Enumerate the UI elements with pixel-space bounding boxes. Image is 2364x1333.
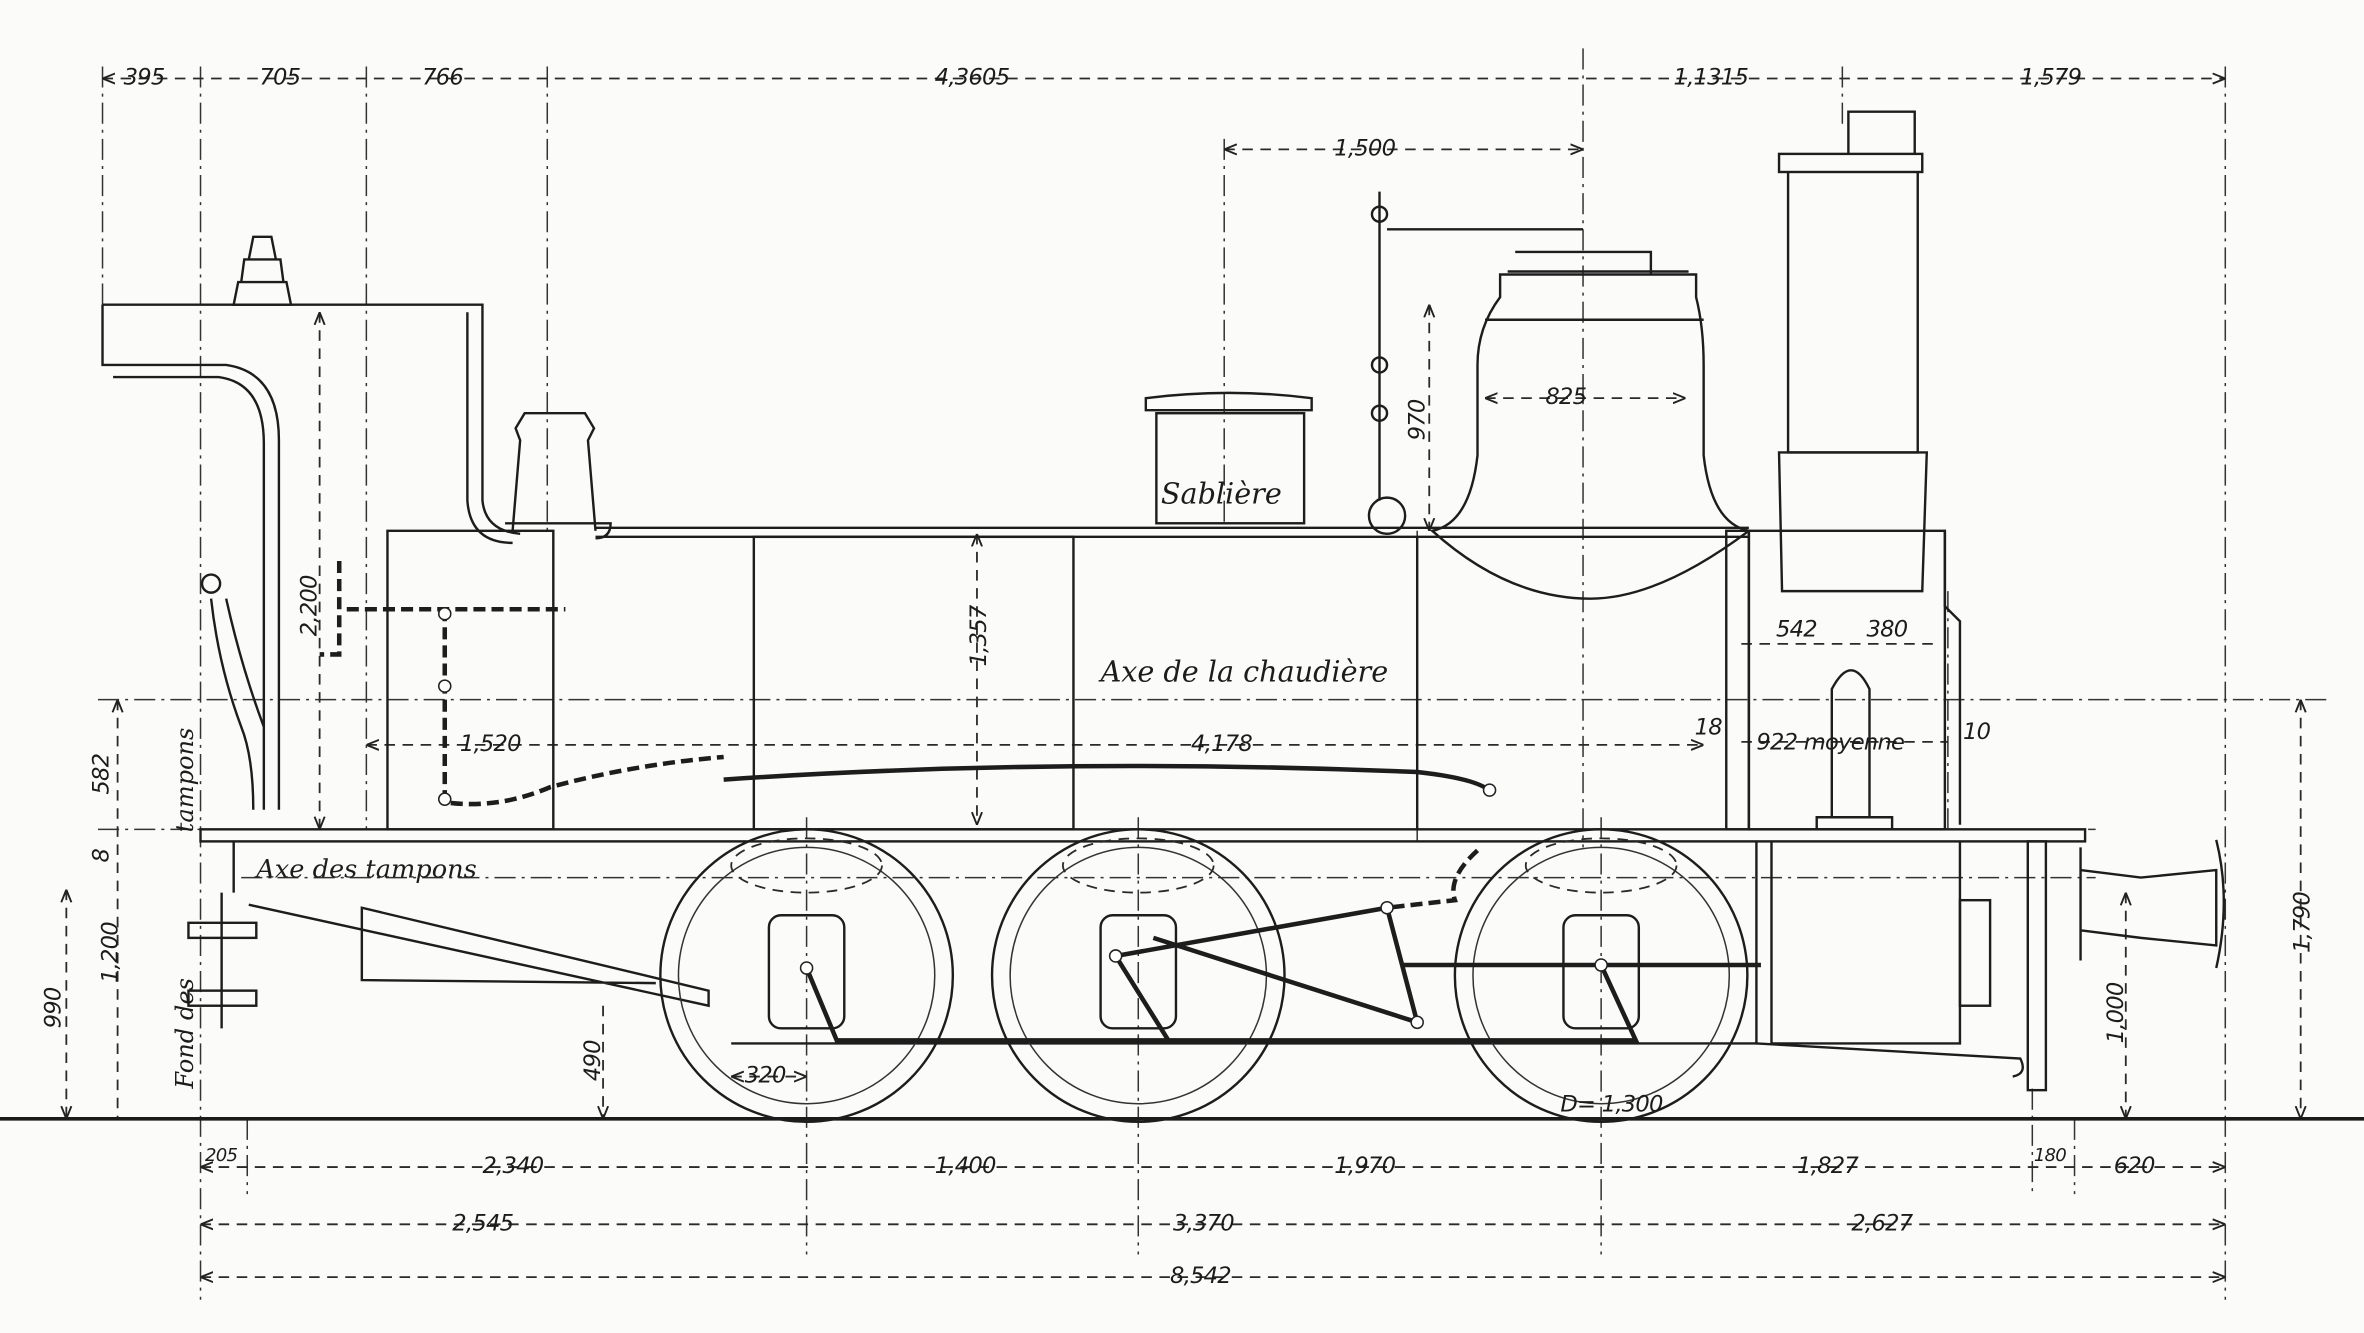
dim-1-1315: 1,1315: [1673, 65, 1748, 91]
dim-10: 10: [1963, 719, 1991, 745]
rear-buffers: [187, 892, 258, 1029]
dim-395: 395: [124, 65, 165, 91]
dim-2-340: 2,340: [482, 1153, 543, 1179]
dim-766: 766: [422, 65, 463, 91]
dim-2-545: 2,545: [452, 1210, 513, 1236]
steam-dome: [1429, 250, 1752, 600]
dim-1-500: 1,500: [1334, 135, 1395, 161]
dim-582: 582: [89, 754, 115, 795]
dim-2-627: 2,627: [1851, 1210, 1913, 1236]
annotations: Sablière Axe de la chaudière Axe des tam…: [171, 477, 1388, 1090]
label-axe-tampons: Axe des tampons: [254, 855, 476, 885]
dim-705: 705: [259, 65, 300, 91]
dim-922-moyenne: 922 moyenne: [1756, 729, 1904, 755]
dim-4-178: 4,178: [1191, 731, 1252, 757]
dim-620: 620: [2114, 1153, 2155, 1179]
dim-8: 8: [89, 848, 115, 862]
label-fond-des: Fond des: [171, 978, 199, 1090]
dim-1-790: 1,790: [2290, 892, 2316, 953]
label-axe-chaudiere: Axe de la chaudière: [1098, 655, 1389, 689]
body-dimensions: 825 970 2,200 1,357 542 380 1,520 4,178 …: [40, 384, 2315, 1117]
sandbox: [1144, 391, 1313, 525]
dim-970: 970: [1405, 399, 1431, 440]
dim-180: 180: [2034, 1145, 2066, 1166]
dim-1-827: 1,827: [1797, 1153, 1859, 1179]
bottom-dimensions: 205 2,340 1,400 1,970 1,827 180 620 2,54…: [205, 1145, 2156, 1289]
dim-1-520: 1,520: [460, 731, 521, 757]
dim-18: 18: [1695, 714, 1723, 740]
dim-825: 825: [1545, 384, 1586, 410]
brake-rigging: [799, 783, 1761, 1043]
chimney: [1777, 110, 1929, 831]
driving-wheels: [659, 828, 1749, 1124]
dim-320: 320: [745, 1063, 786, 1089]
front-buffer: [1958, 839, 2225, 1007]
dim-542: 542: [1776, 616, 1817, 642]
cab: [101, 235, 724, 831]
label-sabliere: Sablière: [1161, 477, 1282, 511]
dim-990: 990: [40, 987, 66, 1028]
dim-1-000: 1,000: [2103, 982, 2129, 1043]
dim-4-3605: 4,3605: [935, 65, 1010, 91]
dim-1-357: 1,357: [966, 604, 992, 666]
label-tampons: tampons: [171, 728, 199, 833]
dim-1-400: 1,400: [935, 1153, 996, 1179]
dim-3-370: 3,370: [1173, 1210, 1234, 1236]
dim-1-200: 1,200: [98, 922, 124, 983]
dim-2-200: 2,200: [297, 575, 323, 636]
dim-205: 205: [205, 1145, 237, 1166]
dim-490: 490: [580, 1040, 606, 1081]
dim-380: 380: [1866, 616, 1907, 642]
dim-1-970: 1,970: [1334, 1153, 1395, 1179]
dim-8-542: 8,542: [1170, 1263, 1231, 1289]
top-dimensions: 395 705 766 4,3605 1,1315 1,579 1,500: [124, 65, 2082, 162]
dim-1-579: 1,579: [2020, 65, 2081, 91]
dimension-lines: [66, 79, 2300, 1278]
safety-valve: [505, 412, 612, 540]
wheel-diameter: D= 1,300: [1560, 1091, 1663, 1117]
whistle: [1367, 191, 1584, 536]
